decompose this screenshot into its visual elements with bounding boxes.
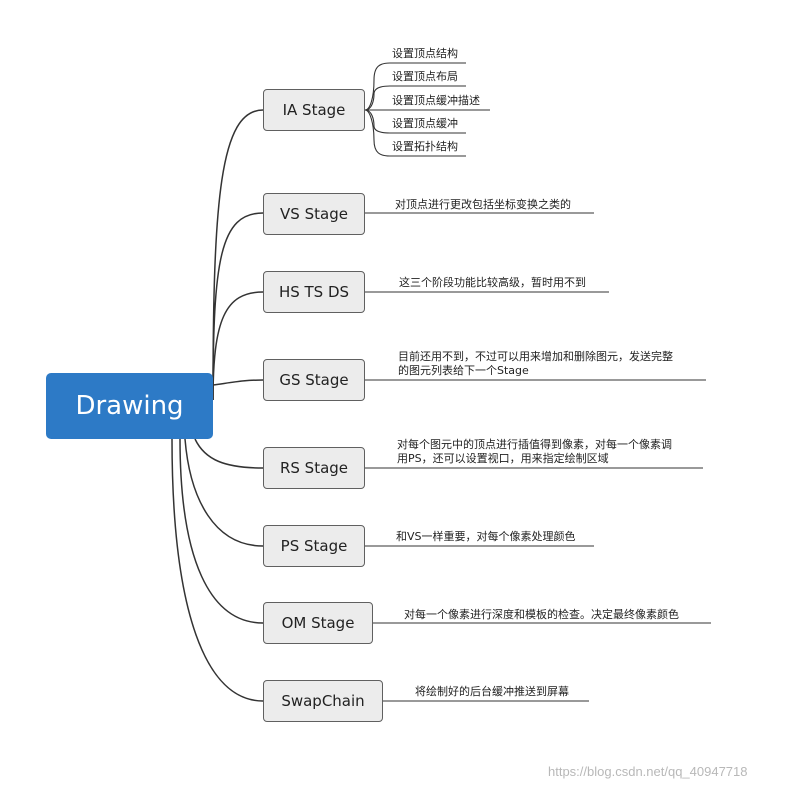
connector-ps	[184, 438, 264, 547]
stage-node-label: PS Stage	[280, 537, 348, 555]
stage-node-label: HS TS DS	[278, 283, 350, 301]
stage-node-label: GS Stage	[279, 371, 349, 389]
stage-node-hs-ts-ds[interactable]: HS TS DS	[263, 271, 365, 313]
gs-note-line-2[interactable]: 的图元列表给下一个Stage	[398, 364, 529, 377]
connector-ia	[212, 109, 264, 401]
stage-node-label: IA Stage	[282, 101, 346, 119]
gs-note-line-1[interactable]: 目前还用不到，不过可以用来增加和删除图元，发送完整	[398, 350, 673, 363]
stage-node-label: VS Stage	[280, 205, 348, 223]
root-node-label: Drawing	[75, 391, 184, 421]
stage-node-swapchain[interactable]: SwapChain	[263, 680, 383, 722]
ia-branch-2	[364, 85, 466, 111]
stage-node-om[interactable]: OM Stage	[263, 602, 373, 644]
stage-node-label: SwapChain	[281, 692, 365, 710]
ia-note-3[interactable]: 设置顶点缓冲描述	[392, 94, 480, 107]
ia-branch-5	[364, 109, 466, 157]
ia-note-1[interactable]: 设置顶点结构	[392, 47, 458, 60]
ps-note[interactable]: 和VS一样重要，对每个像素处理颜色	[396, 530, 576, 543]
stage-node-rs[interactable]: RS Stage	[263, 447, 365, 489]
connector-vs	[212, 212, 264, 401]
stage-node-label: RS Stage	[279, 459, 349, 477]
connector-swapchain	[171, 438, 264, 702]
connector-rs	[194, 438, 264, 469]
connector-hs	[212, 291, 264, 401]
connector-om	[179, 438, 264, 624]
watermark-text: https://blog.csdn.net/qq_40947718	[548, 764, 748, 779]
ia-branch-4	[364, 109, 466, 134]
om-note[interactable]: 对每一个像素进行深度和模板的检查。决定最终像素颜色	[404, 608, 679, 621]
vs-note[interactable]: 对顶点进行更改包括坐标变换之类的	[395, 198, 571, 211]
stage-node-vs[interactable]: VS Stage	[263, 193, 365, 235]
root-node-drawing[interactable]: Drawing	[46, 373, 213, 439]
hs-ts-ds-note[interactable]: 这三个阶段功能比较高级，暂时用不到	[399, 276, 586, 289]
rs-note-line-1[interactable]: 对每个图元中的顶点进行插值得到像素，对每一个像素调	[397, 438, 672, 451]
ia-note-5[interactable]: 设置拓扑结构	[392, 140, 458, 153]
swapchain-note[interactable]: 将绘制好的后台缓冲推送到屏幕	[415, 685, 569, 698]
ia-branch-1	[364, 62, 466, 111]
ia-note-2[interactable]: 设置顶点布局	[392, 70, 458, 83]
stage-node-ia[interactable]: IA Stage	[263, 89, 365, 131]
rs-note-line-2[interactable]: 用PS，还可以设置视口，用来指定绘制区域	[397, 452, 609, 465]
stage-node-label: OM Stage	[281, 614, 355, 632]
ia-note-4[interactable]: 设置顶点缓冲	[392, 117, 458, 130]
stage-node-gs[interactable]: GS Stage	[263, 359, 365, 401]
connector-gs	[212, 379, 264, 386]
stage-node-ps[interactable]: PS Stage	[263, 525, 365, 567]
